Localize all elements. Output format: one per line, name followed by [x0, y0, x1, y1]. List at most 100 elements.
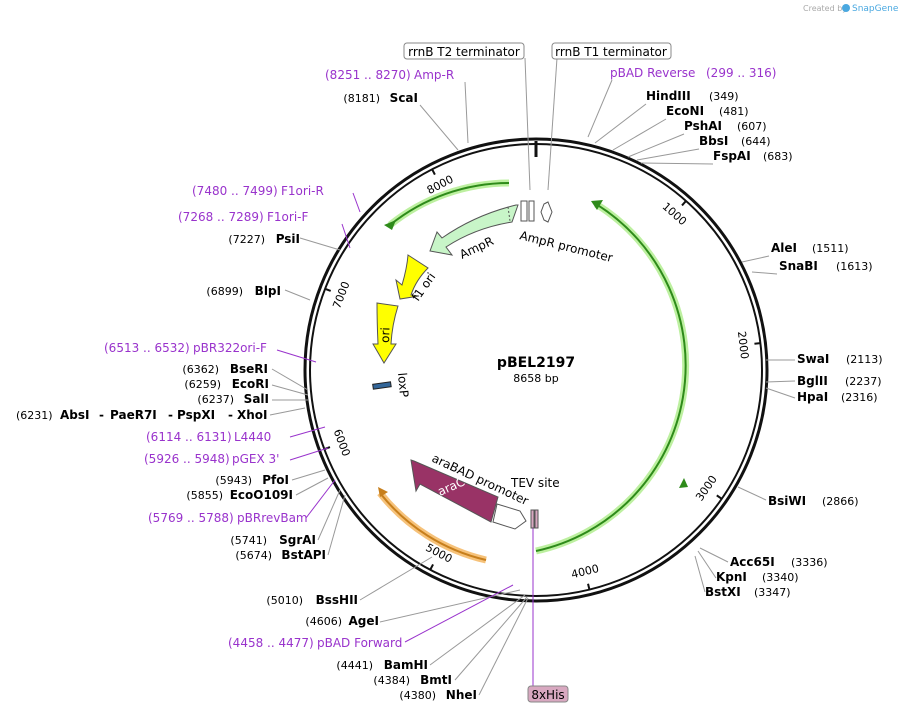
loxp-block — [372, 381, 392, 390]
brand-text: SnapGene — [852, 4, 899, 14]
tick-mark-4000 — [587, 583, 591, 590]
ampr-arrow — [429, 204, 519, 256]
multi-site-sep-1: - — [99, 408, 104, 422]
primer-l4440-name: L4440 — [234, 430, 271, 444]
boxed-feature-rrnb-t2: rrnB T2 terminator — [403, 42, 525, 60]
enzyme-bstxi: BstXI — [705, 585, 741, 599]
enzyme-pfoi-pos: (5943) — [215, 474, 252, 487]
tev-site-block — [530, 509, 535, 529]
enzyme-nhei-pos: (4380) — [399, 689, 436, 702]
enzyme-bglii-pos: (2237) — [845, 375, 882, 388]
feature-label-ampr-promoter: AmpR promoter — [518, 228, 614, 265]
backbone-outer-ring — [303, 137, 769, 603]
enzyme-sgrai: SgrAI — [279, 533, 316, 547]
enzyme-ecoo109i-pos: (5855) — [186, 489, 223, 502]
svg-text:rrnB T2 terminator: rrnB T2 terminator — [408, 45, 520, 59]
primer-l4440-range: (6114 .. 6131) — [146, 430, 232, 444]
enzyme-scai-pos: (8181) — [343, 92, 380, 105]
credit-text: Created by — [803, 4, 847, 13]
enzyme-bamhi-pos: (4441) — [336, 659, 373, 672]
primer-pbad-forward-range: (4458 .. 4477) — [228, 636, 314, 650]
enzyme-bbsi-pos: (644) — [741, 135, 771, 148]
leader-line — [547, 57, 558, 191]
leader-line — [271, 368, 309, 391]
svg-text:rrnB T1 terminator: rrnB T1 terminator — [555, 45, 667, 59]
leader-line — [464, 81, 469, 144]
enzyme-econi: EcoNI — [666, 104, 704, 118]
leader-line — [276, 349, 317, 363]
enzyme-sali-pos: (6237) — [197, 393, 234, 406]
leader-line — [587, 79, 613, 138]
enzyme-pshai: PshAI — [684, 119, 722, 133]
leader-line — [359, 556, 433, 601]
enzyme-agei-pos: (4606) — [305, 615, 342, 628]
primer-pbad-forward-name: pBAD Forward — [317, 636, 402, 650]
leader-line — [419, 104, 459, 151]
leader-line — [765, 387, 796, 399]
enzyme-blpi-pos: (6899) — [206, 285, 243, 298]
leader-line — [289, 426, 326, 438]
leader-line — [612, 118, 667, 151]
enzyme-bglii: BglII — [797, 374, 828, 388]
arac-arrow — [410, 459, 499, 523]
enzyme-hindiii-pos: (349) — [709, 90, 739, 103]
boxed-feature-rrnb-t1: rrnB T1 terminator — [551, 42, 672, 60]
arabad-promoter-arrow — [492, 503, 527, 530]
leader-line — [341, 223, 351, 249]
enzyme-bsiwi: BsiWI — [768, 494, 806, 508]
leader-line — [741, 255, 770, 263]
enzyme-bamhi: BamHI — [384, 658, 428, 672]
enzyme-bsshii-pos: (5010) — [266, 594, 303, 607]
primer-f1ori-r-name: F1ori-R — [281, 184, 324, 198]
tick-label-7000: 7000 — [330, 280, 352, 311]
leader-line — [299, 237, 341, 251]
primer-ampr-range: (8251 .. 8270) — [325, 68, 411, 82]
leader-line — [379, 589, 521, 623]
tick-label-6000: 6000 — [331, 427, 353, 458]
leader-line — [454, 596, 528, 681]
enzyme-bseri: BseRI — [230, 362, 268, 376]
feature-label-tev-site: TEV site — [510, 476, 560, 490]
primer-ampr-name: Amp-R — [414, 68, 454, 82]
leader-line — [751, 271, 778, 275]
enzyme-labels-right: HindIII (349) EcoNI (481) PshAI (607) Bb… — [646, 89, 883, 599]
primer-f1ori-f-range: (7268 .. 7289) — [178, 210, 264, 224]
feature-label-ampr: AmpR — [457, 234, 495, 262]
enzyme-pfoi: PfoI — [262, 473, 289, 487]
leader-line — [352, 192, 361, 213]
enzyme-absi: AbsI — [60, 408, 89, 422]
enzyme-xhoi: XhoI — [237, 408, 268, 422]
enzyme-bmti: BmtI — [420, 673, 452, 687]
leader-line — [284, 289, 311, 301]
leader-line — [478, 597, 529, 696]
multi-enzyme-site: (6231) AbsI - PaeR7I - PspXI - XhoI — [16, 408, 268, 422]
enzyme-swai: SwaI — [797, 352, 829, 366]
enzyme-psii-pos: (7227) — [228, 233, 265, 246]
plasmid-size: 8658 bp — [513, 372, 558, 385]
multi-site-sep-2: - — [168, 408, 173, 422]
enzyme-acc65i-pos: (3336) — [791, 556, 828, 569]
tick-mark-3000 — [716, 494, 723, 500]
leader-line — [697, 550, 717, 579]
enzyme-econi-pos: (481) — [719, 105, 749, 118]
enzyme-snabi-pos: (1613) — [836, 260, 873, 273]
f1-ori-arrow — [395, 254, 429, 300]
svg-text:8xHis: 8xHis — [531, 688, 564, 702]
enzyme-kpni-pos: (3340) — [762, 571, 799, 584]
tick-label-2000: 2000 — [735, 330, 751, 359]
enzyme-hpai: HpaI — [797, 390, 828, 404]
primer-pbrrevbam-name: pBRrevBam — [237, 511, 308, 525]
leader-line — [271, 384, 309, 396]
tick-mark-2000 — [754, 342, 761, 345]
tick-mark-5000 — [429, 563, 434, 571]
multi-site-pos: (6231) — [16, 409, 53, 422]
enzyme-swai-pos: (2113) — [846, 353, 883, 366]
enzyme-hindiii: HindIII — [646, 89, 691, 103]
leader-lines — [269, 57, 796, 696]
enzyme-acc65i: Acc65I — [730, 555, 775, 569]
enzyme-ecori: EcoRI — [232, 377, 269, 391]
leader-line — [305, 479, 336, 519]
enzyme-fspai-pos: (683) — [763, 150, 793, 163]
enzyme-alei: AleI — [771, 241, 797, 255]
